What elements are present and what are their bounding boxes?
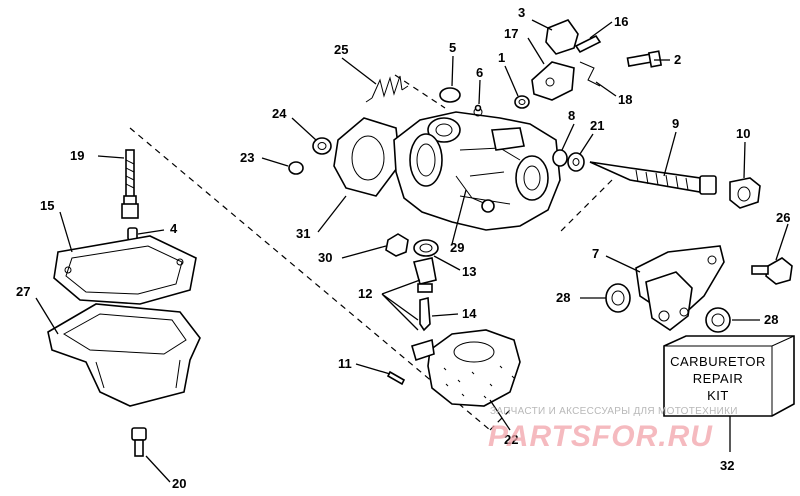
part-16-screw bbox=[574, 34, 602, 54]
part-8-washer bbox=[552, 149, 568, 167]
callout-26: 26 bbox=[776, 210, 790, 225]
callout-18: 18 bbox=[618, 92, 632, 107]
part-11-float-pin bbox=[386, 370, 406, 386]
callout-1: 1 bbox=[498, 50, 505, 65]
callout-2: 2 bbox=[674, 52, 681, 67]
kit-label-line2: REPAIR bbox=[693, 371, 743, 386]
callout-21: 21 bbox=[590, 118, 604, 133]
part-15-bowl-gasket bbox=[53, 235, 197, 305]
part-19-inlet-stem bbox=[121, 149, 139, 219]
callout-7: 7 bbox=[592, 246, 599, 261]
callout-19: 19 bbox=[70, 148, 84, 163]
part-1-washer bbox=[514, 95, 530, 109]
part-14-inlet-needle bbox=[419, 296, 431, 332]
callout-3: 3 bbox=[518, 5, 525, 20]
part-28-grommet-right bbox=[705, 307, 731, 333]
part-26-screw bbox=[751, 257, 793, 285]
callout-22: 22 bbox=[504, 432, 518, 447]
part-21-packing bbox=[567, 152, 585, 172]
part-20-drain-screw bbox=[131, 427, 147, 457]
callout-5: 5 bbox=[449, 40, 456, 55]
part-3-knob bbox=[545, 19, 579, 55]
part-10-packing-nut bbox=[729, 177, 761, 209]
watermark: ЗАПЧАСТИ И АКСЕССУАРЫ ДЛЯ МОТОТЕХНИКИ PA… bbox=[488, 406, 738, 453]
part-24-seal bbox=[312, 137, 332, 155]
watermark-tagline: ЗАПЧАСТИ И АКСЕССУАРЫ ДЛЯ МОТОТЕХНИКИ bbox=[490, 406, 738, 417]
callout-16: 16 bbox=[614, 14, 628, 29]
part-9-needle-valve bbox=[589, 161, 717, 195]
assembly-dashed-lines bbox=[129, 74, 613, 431]
callout-leader-lines bbox=[35, 19, 789, 483]
part-6-pin bbox=[474, 104, 482, 112]
carburetor-body bbox=[393, 107, 561, 231]
part-5-welch-plug bbox=[439, 87, 461, 103]
part-32-repair-kit-box bbox=[663, 335, 795, 417]
callout-9: 9 bbox=[672, 116, 679, 131]
part-28-grommet-left bbox=[605, 283, 631, 313]
callout-13: 13 bbox=[462, 264, 476, 279]
callout-24: 24 bbox=[272, 106, 287, 121]
callout-32: 32 bbox=[720, 458, 734, 473]
callout-15: 15 bbox=[40, 198, 54, 213]
callout-17: 17 bbox=[504, 26, 518, 41]
part-27-float-bowl bbox=[47, 303, 201, 407]
callout-30: 30 bbox=[318, 250, 332, 265]
callout-23: 23 bbox=[240, 150, 254, 165]
callout-numbers: 3 16 2 1 17 5 6 18 8 21 9 10 25 24 23 19… bbox=[16, 5, 790, 491]
callout-31: 31 bbox=[296, 226, 310, 241]
kit-label-line3: KIT bbox=[707, 388, 729, 403]
callout-25: 25 bbox=[334, 42, 348, 57]
part-22-float bbox=[411, 329, 521, 407]
part-23-seal bbox=[288, 161, 304, 175]
kit-label-line1: CARBURETOR bbox=[670, 354, 766, 369]
callout-6: 6 bbox=[476, 65, 483, 80]
callout-27: 27 bbox=[16, 284, 30, 299]
callout-28-left: 28 bbox=[556, 290, 570, 305]
part-25-spring bbox=[365, 75, 409, 103]
watermark-logo: PARTSFOR.RU bbox=[488, 420, 713, 453]
callout-10: 10 bbox=[736, 126, 750, 141]
part-29-seal bbox=[413, 239, 439, 257]
part-31-mounting-gasket bbox=[333, 117, 401, 197]
callout-28-right: 28 bbox=[764, 312, 778, 327]
callout-29: 29 bbox=[450, 240, 464, 255]
callout-12: 12 bbox=[358, 286, 372, 301]
part-7-bracket bbox=[635, 245, 725, 331]
part-13-needle-seat bbox=[413, 257, 437, 293]
callout-20: 20 bbox=[172, 476, 186, 491]
callout-4: 4 bbox=[170, 221, 178, 236]
part-30-nut bbox=[385, 233, 409, 257]
callout-8: 8 bbox=[568, 108, 575, 123]
part-17-lever bbox=[531, 61, 575, 101]
part-18-link bbox=[579, 61, 601, 87]
part-2-screw bbox=[626, 50, 663, 68]
callout-14: 14 bbox=[462, 306, 477, 321]
callout-11: 11 bbox=[338, 356, 352, 371]
